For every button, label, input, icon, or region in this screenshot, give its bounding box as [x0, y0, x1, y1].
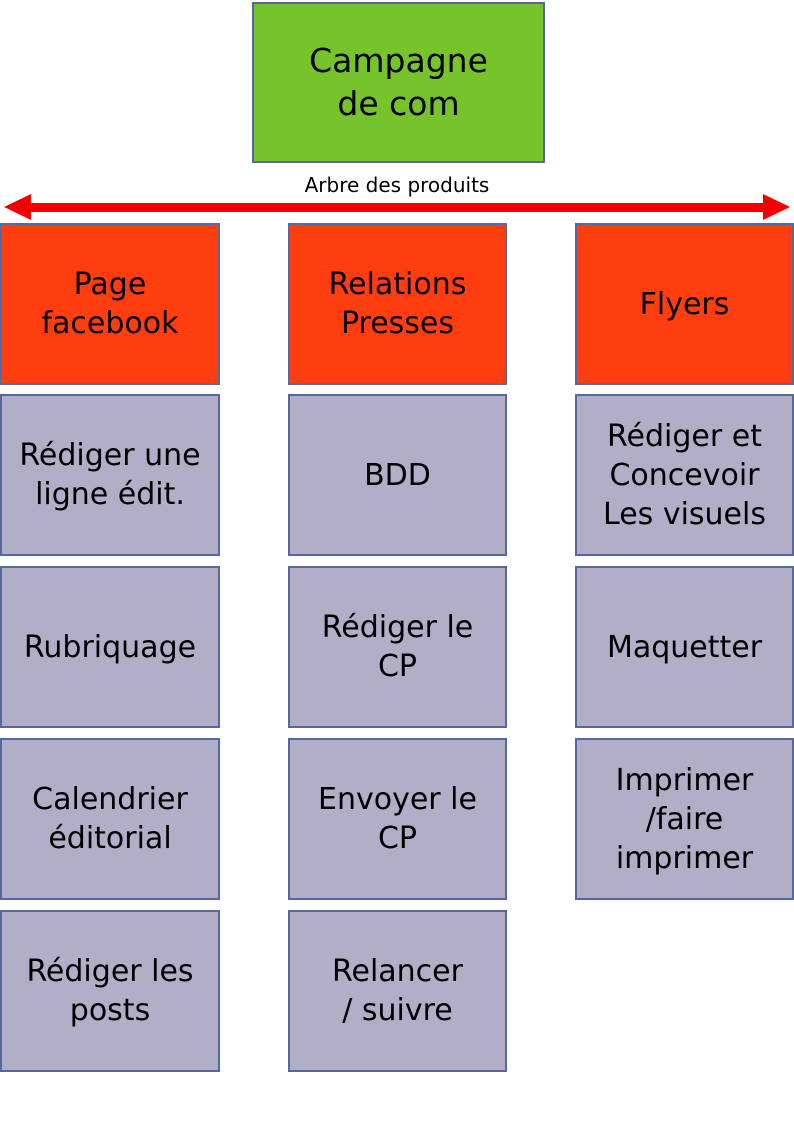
task-box[interactable]: Envoyer le CP	[288, 738, 507, 900]
task-box[interactable]: Maquetter	[575, 566, 794, 728]
arrow-label: Arbre des produits	[304, 173, 490, 197]
arrow-bar	[28, 203, 766, 212]
arrow-head-left-icon	[4, 194, 31, 220]
arrow-head-right-icon	[763, 194, 790, 220]
root-node-campagne-de-com[interactable]: Campagne de com	[252, 2, 545, 163]
task-box[interactable]: Relancer / suivre	[288, 910, 507, 1072]
header-box-relations-presses[interactable]: Relations Presses	[288, 223, 507, 385]
header-box-page-facebook[interactable]: Page facebook	[0, 223, 220, 385]
header-box-flyers[interactable]: Flyers	[575, 223, 794, 385]
task-box[interactable]: BDD	[288, 394, 507, 556]
task-box[interactable]: Rédiger les posts	[0, 910, 220, 1072]
task-box[interactable]: Rédiger une ligne édit.	[0, 394, 220, 556]
task-box[interactable]: Rédiger et Concevoir Les visuels	[575, 394, 794, 556]
task-box[interactable]: Rubriquage	[0, 566, 220, 728]
task-box[interactable]: Imprimer /faire imprimer	[575, 738, 794, 900]
task-box[interactable]: Rédiger le CP	[288, 566, 507, 728]
task-box[interactable]: Calendrier éditorial	[0, 738, 220, 900]
